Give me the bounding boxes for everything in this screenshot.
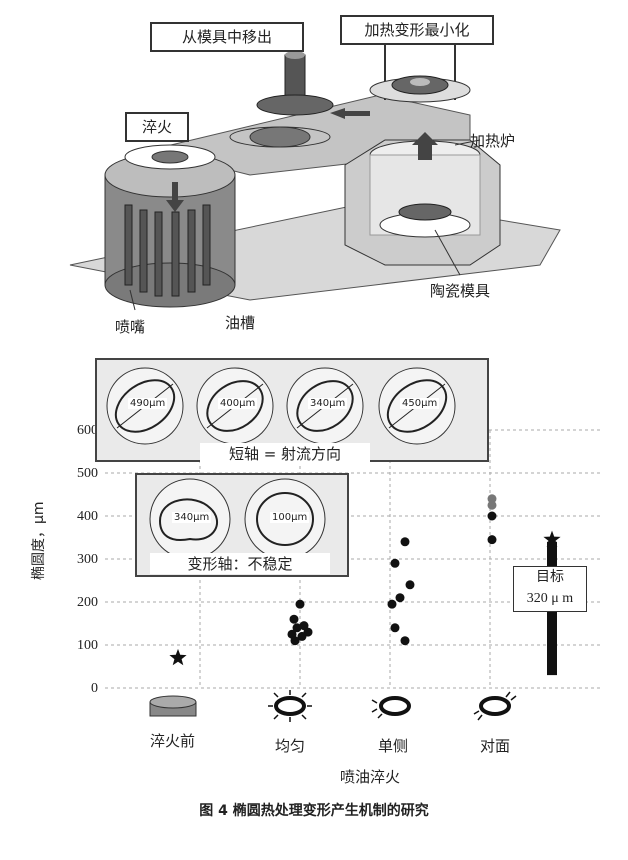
ytick-0: 0 — [91, 681, 98, 696]
quench-box: 淬火 — [125, 112, 189, 142]
xcat-pre-quench: 淬火前 — [150, 732, 196, 750]
ceramic-mold-label: 陶瓷模具 — [430, 282, 491, 300]
uniform-icon — [268, 690, 312, 722]
inset-bottom-ring-label-2: 100μm — [270, 512, 310, 523]
figure-caption: 图 4 椭圆热处理变形产生机制的研究 — [199, 803, 429, 819]
xcat-uniform: 均匀 — [275, 737, 306, 755]
data-point-对面 — [487, 494, 497, 504]
ytick-400: 400 — [77, 509, 98, 524]
ytick-100: 100 — [77, 638, 98, 653]
inset-top-ring-label-3: 340μm — [308, 398, 348, 409]
data-point-单侧 — [400, 636, 410, 646]
ytick-200: 200 — [77, 595, 98, 610]
furnace — [344, 132, 501, 266]
furnace-label: 加热炉 — [470, 132, 516, 150]
data-point-均匀 — [295, 599, 305, 609]
inset-top-ring-label-1: 490μm — [128, 398, 168, 409]
inset-top-ring-label-4: 450μm — [400, 398, 440, 409]
ytick-300: 300 — [77, 552, 98, 567]
pre-quench-icon — [149, 695, 197, 717]
inset-bottom-ring-label-1: 340μm — [172, 512, 212, 523]
target-label-1: 目标 — [536, 570, 564, 585]
inset-top-ring-label-2: 400μm — [218, 398, 258, 409]
ytick-600: 600 — [77, 423, 98, 438]
oil-tank-label: 油槽 — [225, 314, 256, 332]
xcat-single-side: 单侧 — [378, 737, 409, 755]
inset-top-label: 短轴 = 射流方向 — [200, 443, 370, 464]
data-point-单侧 — [390, 558, 400, 568]
target-label-2: 320 μ m — [526, 591, 574, 606]
press — [256, 51, 334, 116]
oil-tank — [104, 144, 236, 308]
x-axis-icons — [149, 690, 517, 722]
single-side-icon — [371, 696, 411, 719]
data-point-对面 — [487, 535, 497, 545]
minimize-unit — [369, 30, 471, 103]
xgroup-label: 喷油淬火 — [340, 768, 401, 786]
data-point-对面 — [487, 511, 497, 521]
star-point-淬火前 — [169, 648, 187, 666]
data-point-均匀 — [297, 631, 307, 641]
nozzle-label: 喷嘴 — [115, 318, 146, 336]
data-point-单侧 — [405, 580, 415, 590]
inset-bottom-label: 变形轴：不稳定 — [150, 553, 330, 574]
data-point-单侧 — [390, 623, 400, 633]
process-illustration — [69, 30, 561, 311]
data-point-单侧 — [400, 537, 410, 547]
minimize-deformation-box: 加热变形最小化 — [340, 15, 494, 45]
remove-from-mold-box: 从模具中移出 — [150, 22, 304, 52]
data-point-均匀 — [299, 621, 309, 631]
data-point-单侧 — [387, 599, 397, 609]
data-point-均匀 — [292, 623, 302, 633]
xcat-opposite: 对面 — [480, 737, 511, 755]
ytick-500: 500 — [77, 466, 98, 481]
data-point-均匀 — [289, 614, 299, 624]
data-point-均匀 — [290, 636, 300, 646]
opposite-icon — [473, 691, 517, 721]
star-point-目标 — [543, 530, 561, 547]
ring-plank — [249, 126, 311, 148]
target-box: 目标 320 μ m — [513, 566, 587, 612]
data-point-单侧 — [395, 593, 405, 603]
data-point-对面 — [487, 500, 497, 510]
